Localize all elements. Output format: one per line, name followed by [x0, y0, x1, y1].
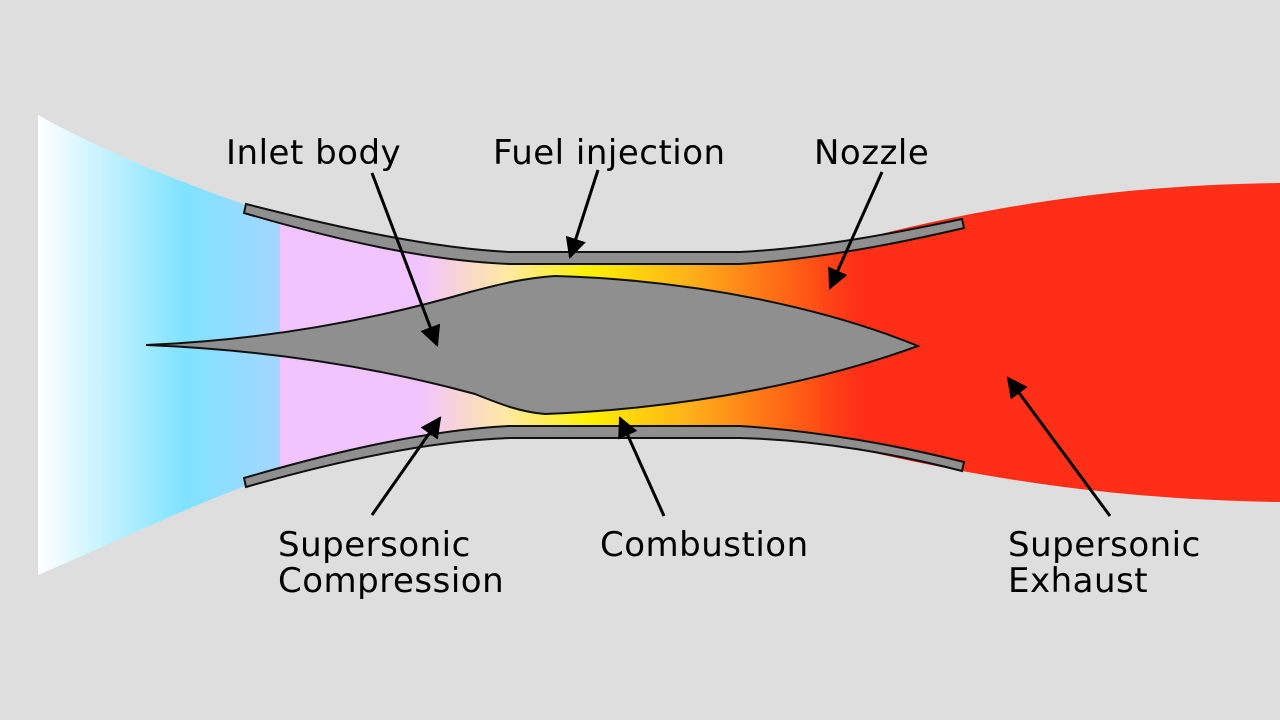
label-supersonic-exhaust-line1: Supersonic — [1008, 525, 1201, 565]
label-supersonic-exhaust-line2: Exhaust — [1008, 561, 1148, 601]
inlet-body-arrow — [370, 172, 441, 347]
supersonic-exhaust-arrow — [1006, 376, 1112, 517]
label-combustion: Combustion — [600, 525, 809, 565]
label-fuel-injection: Fuel injection — [493, 133, 726, 173]
exhaust-plume — [820, 183, 1280, 502]
upper-cowl — [242, 202, 966, 265]
supersonic-compression-arrow — [370, 416, 442, 516]
label-nozzle: Nozzle — [814, 133, 929, 173]
fuel-injection-arrow — [565, 169, 600, 259]
label-inlet-body: Inlet body — [226, 133, 401, 173]
inlet-body-spike — [145, 274, 921, 416]
label-supersonic-compression-line2: Compression — [278, 561, 504, 601]
label-supersonic-compression-line1: Supersonic — [278, 525, 471, 565]
nozzle-arrow — [828, 171, 884, 290]
combustion-arrow — [618, 416, 666, 517]
